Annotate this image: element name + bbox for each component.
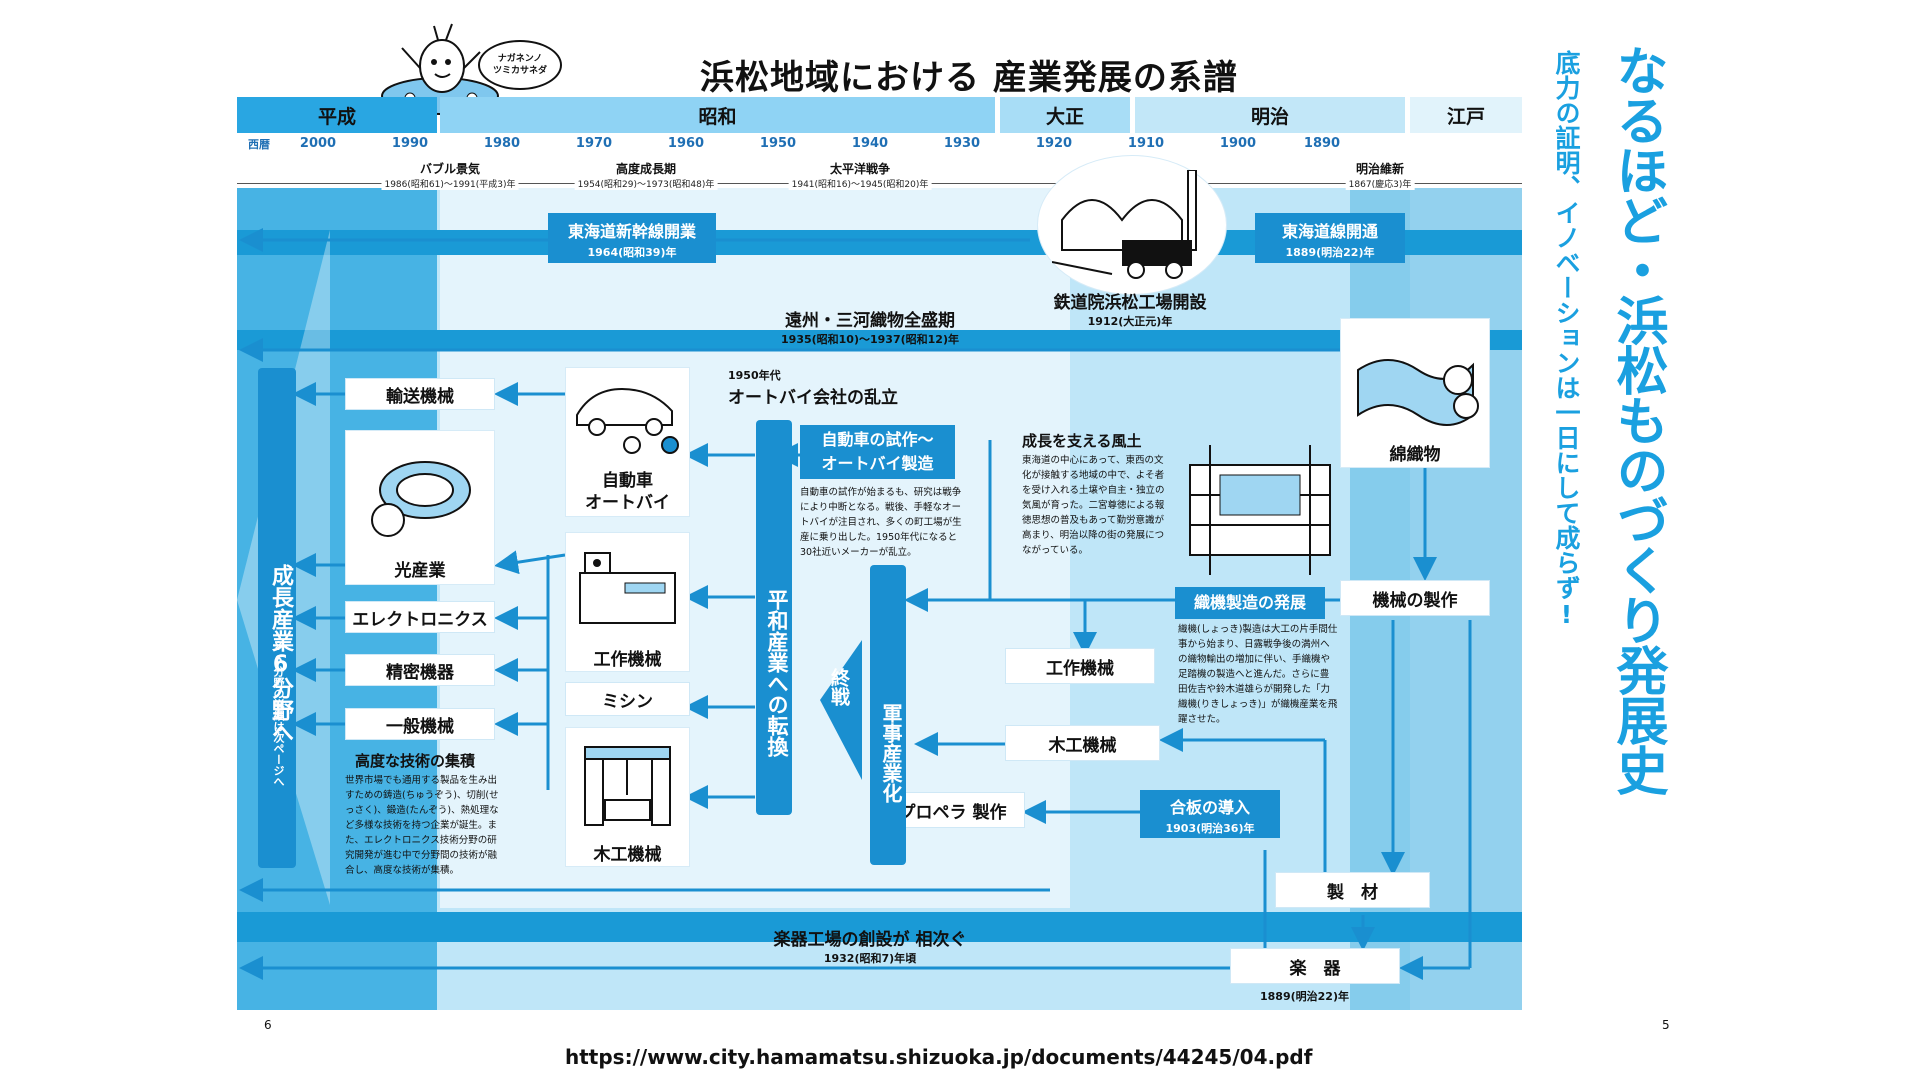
period-bubble-range: 1986(昭和61)～1991(平成3)年 [381, 177, 519, 190]
era-taisho: 大正 [1000, 97, 1130, 133]
machine-tool-label: 工作機械 [593, 650, 662, 670]
node-electronics: エレクトロニクス [345, 601, 495, 633]
military-industry-bar: 軍事産業化 [870, 565, 906, 865]
growth-six-fields-bar: 成長産業6分野へ [258, 368, 296, 868]
mascot-speech-bubble: ナガネンノ ツミカサネダ [478, 40, 562, 90]
year-1970: 1970 [575, 136, 613, 151]
textile-band [237, 330, 1522, 350]
instrument-date: 1889(明治22)年 [1260, 990, 1349, 1003]
page-number-right: 5 [1662, 1018, 1670, 1032]
instrument-factory-text: 楽器工場の創設が 相次ぐ 1932(昭和7)年頃 [720, 925, 1020, 966]
node-precision: 精密機器 [345, 654, 495, 686]
year-1980: 1980 [483, 136, 521, 151]
tokaido-date: 1889(明治22)年 [1285, 246, 1375, 259]
railway-factory-date: 1912(大正元)年 [1087, 315, 1173, 328]
era-edo: 江戸 [1410, 97, 1522, 133]
node-machine-tool-right: 工作機械 [1005, 648, 1155, 684]
textile-label: 綿織物 [1389, 445, 1441, 465]
period-bubble: バブル景気 [419, 162, 481, 176]
period-meiji-restoration-range: 1867(慶応3)年 [1345, 177, 1415, 190]
advanced-desc: 世界市場でも通用する製品を生み出すための鋳造(ちゅうぞう)、切削(せっさく)、鍛… [345, 775, 499, 876]
car-motorcycle-icon [576, 387, 679, 454]
machine-tool-icon [579, 552, 676, 624]
node-transport: 輸送機械 [345, 378, 495, 410]
node-woodworking-right: 木工機械 [1005, 725, 1160, 761]
loom-dev-box: 織機製造の発展 [1175, 587, 1325, 619]
optics-lens-icon [371, 461, 471, 537]
car-trial-desc: 自動車の試作が始まるも、研究は戦争により中断となる。戦後、手軽なオートバイが注目… [800, 487, 962, 558]
era-showa: 昭和 [440, 97, 995, 133]
year-1950: 1950 [759, 136, 797, 151]
era-meiji: 明治 [1135, 97, 1405, 133]
period-pacific-war: 太平洋戦争 [829, 162, 891, 176]
year-1960: 1960 [667, 136, 705, 151]
car-trial-box: 自動車の試作～ オートバイ製造 [800, 425, 955, 479]
year-1930: 1930 [943, 136, 981, 151]
optics-label: 光産業 [394, 561, 446, 581]
railway-factory-title: 鉄道院浜松工場開設 [1053, 293, 1207, 313]
woodworking-label: 木工機械 [593, 845, 662, 865]
loom-desc: 織機(しょっき)製造は大工の片手間仕事から始まり、日露戦争後の満州への織物輸出の… [1178, 624, 1338, 725]
plywood-title: 合板の導入 [1169, 798, 1250, 817]
side-subtitle: 底力の証明、イノベーションは一日にして成らず! [1552, 50, 1581, 629]
climate-desc: 東海道の中心にあって、東西の文化が接触する地域の中で、よそ者を受け入れる土壌や自… [1022, 455, 1165, 556]
node-machinery: 機械の製作 [1340, 580, 1490, 616]
peace-industry-bar: 平和産業への転換 [756, 420, 792, 815]
railway-factory-text: 鉄道院浜松工場開設 1912(大正元)年 [1030, 288, 1230, 329]
tokaido-title: 東海道線開通 [1281, 222, 1378, 241]
period-high-growth-range: 1954(昭和29)～1973(昭和48)年 [574, 177, 718, 190]
motorcycle-boom-era: 1950年代 [728, 369, 781, 382]
growth-note: ※6分野の詳細は次ページへ [272, 640, 285, 787]
seireki-label: 西暦 [248, 138, 270, 151]
woodworking-machine-icon [584, 746, 671, 826]
node-general: 一般機械 [345, 708, 495, 740]
source-url[interactable]: https://www.city.hamamatsu.shizuoka.jp/d… [565, 1045, 1313, 1069]
shinkansen-title: 東海道新幹線開業 [567, 222, 696, 241]
period-meiji-restoration: 明治維新 [1355, 162, 1405, 176]
node-sewing: ミシン [565, 682, 690, 716]
textile-peak-title: 遠州・三河織物全盛期 [785, 311, 955, 331]
year-1940: 1940 [851, 136, 889, 151]
period-pacific-war-range: 1941(昭和16)～1945(昭和20)年 [788, 177, 932, 190]
year-1890: 1890 [1303, 136, 1341, 151]
climate-title: 成長を支える風土 [1022, 432, 1142, 450]
plywood-box: 合板の導入 1903(明治36)年 [1140, 790, 1280, 838]
node-lumber: 製 材 [1275, 872, 1430, 908]
instrument-factory-date: 1932(昭和7)年頃 [823, 952, 917, 965]
instrument-band [237, 912, 1522, 942]
loom-icon [1189, 445, 1331, 575]
textile-roll-icon [1357, 359, 1479, 426]
plywood-date: 1903(明治36)年 [1165, 822, 1255, 835]
motorcycle-boom-title: オートバイ会社の乱立 [728, 388, 898, 408]
year-1990: 1990 [391, 136, 429, 151]
war-end-label: 終戦 [828, 668, 850, 706]
textile-peak-date: 1935(昭和10)～1937(昭和12)年 [781, 333, 959, 346]
page-title: 浜松地域における 産業発展の系譜 [700, 58, 1238, 98]
light-center-zone [440, 188, 1070, 908]
shinkansen-box: 東海道新幹線開業 1964(昭和39)年 [548, 213, 716, 263]
side-title: なるほど・浜松ものづくり発展史 [1607, 44, 1667, 794]
page-number-left: 6 [264, 1018, 272, 1032]
year-1920: 1920 [1035, 136, 1073, 151]
shinkansen-date: 1964(昭和39)年 [587, 246, 677, 259]
car-label: 自動車 オートバイ [585, 471, 670, 513]
year-2000: 2000 [299, 136, 337, 151]
period-high-growth: 高度成長期 [615, 162, 677, 176]
tokaido-box: 東海道線開通 1889(明治22)年 [1255, 213, 1405, 263]
motorcycle-boom-text: 1950年代 オートバイ会社の乱立 [728, 367, 898, 408]
year-1910: 1910 [1127, 136, 1165, 151]
year-1900: 1900 [1219, 136, 1257, 151]
node-instrument: 楽 器 [1230, 948, 1400, 984]
era-heisei: 平成 [237, 97, 437, 133]
textile-peak-text: 遠州・三河織物全盛期 1935(昭和10)～1937(昭和12)年 [700, 306, 1040, 347]
instrument-factory-title: 楽器工場の創設が 相次ぐ [773, 930, 967, 950]
advanced-title: 高度な技術の集積 [355, 752, 476, 770]
factory-train-icon [1052, 170, 1197, 279]
